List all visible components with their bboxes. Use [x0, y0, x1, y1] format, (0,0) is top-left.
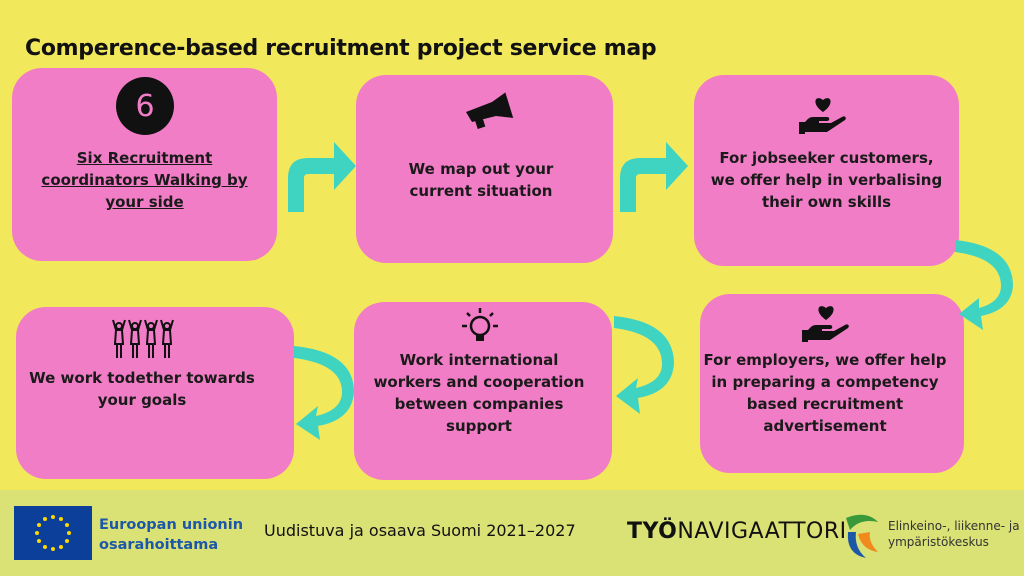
- step-4-text: For employers, we offer help in preparin…: [703, 351, 947, 435]
- arrow-5-to-6: [294, 346, 354, 440]
- arrow-3-to-4: [955, 240, 1013, 330]
- tyonavigaattori-logo: TYÖNAVIGAATTORI: [627, 519, 847, 544]
- arrow-2-to-3: [620, 142, 688, 212]
- step-6-text: We work todether towards your goals: [29, 369, 255, 409]
- step-3-text: For jobseeker customers, we offer help i…: [710, 149, 943, 211]
- ely-logo-icon: [846, 514, 878, 558]
- step-1-text: Six Recruitment coordinators Walking by …: [41, 149, 248, 211]
- program-label: Uudistuva ja osaava Suomi 2021–2027: [264, 521, 576, 540]
- step-number-badge: 6: [116, 77, 174, 135]
- arrow-4-to-5: [614, 316, 674, 414]
- eu-flag-icon: [14, 506, 92, 560]
- lightbulb-icon: [462, 308, 498, 341]
- step-card-4: [700, 294, 964, 473]
- page-title: Comperence-based recruitment project ser…: [25, 36, 657, 61]
- eu-funding-label: Euroopan unionin osarahoittama: [99, 517, 244, 553]
- step-card-5: [354, 302, 612, 480]
- step-2-text: We map out your current situation: [408, 160, 554, 200]
- step-5-text: Work international workers and cooperati…: [373, 351, 585, 435]
- ely-centre-label: Elinkeino-, liikenne- ja ympäristökeskus: [888, 519, 1020, 549]
- arrow-1-to-2: [288, 142, 356, 212]
- heart-in-hand-icon: [799, 98, 846, 134]
- heart-in-hand-icon: [802, 306, 849, 342]
- megaphone-icon: [466, 91, 515, 129]
- team-cheering-icon: [112, 319, 174, 358]
